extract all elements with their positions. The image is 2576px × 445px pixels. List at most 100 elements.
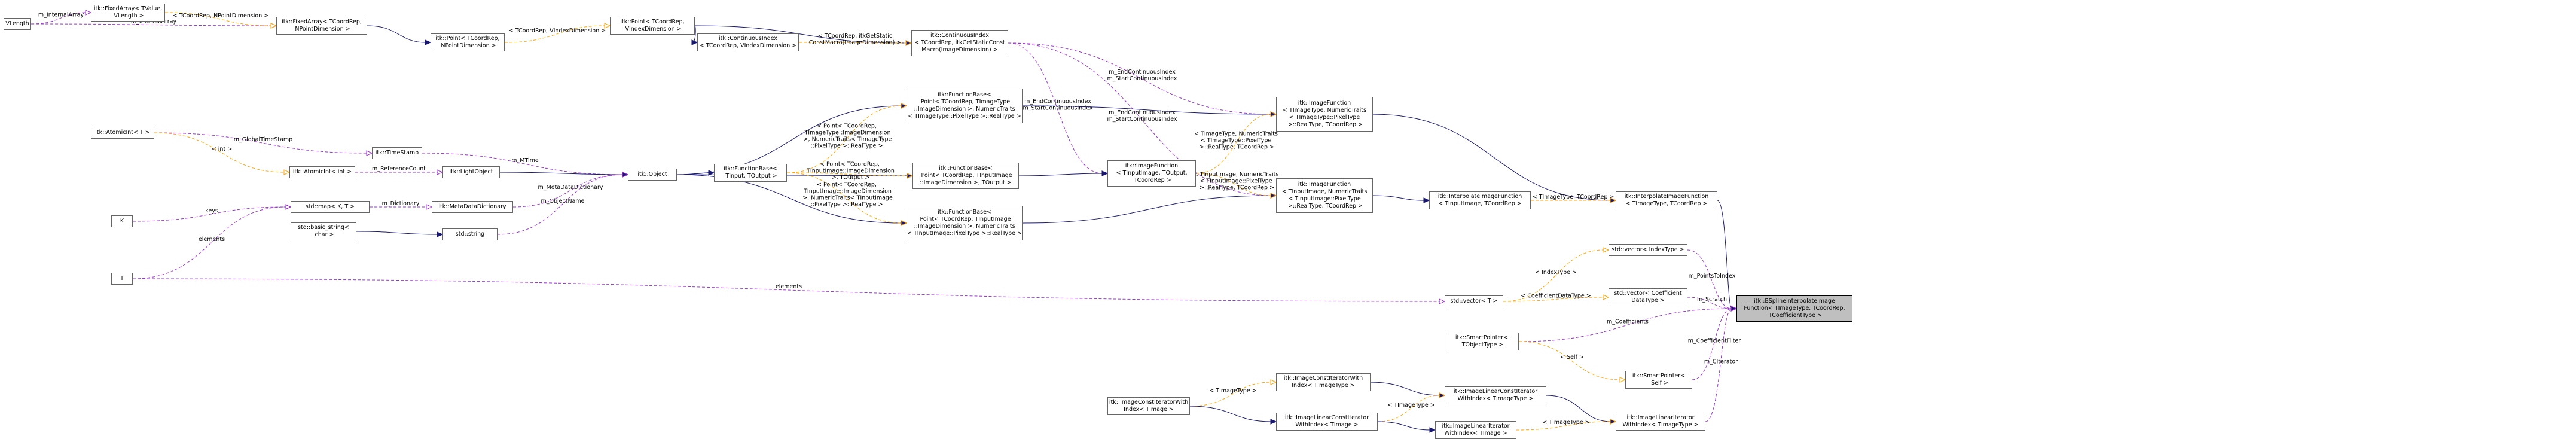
node-interpolateimagefunction-timagetype[interactable]: itk::InterpolateImageFunction < TImageTy… bbox=[1616, 191, 1717, 209]
node-std-vector-t[interactable]: std::vector< T > bbox=[1445, 295, 1503, 307]
edge-metadatadict-to-object bbox=[512, 174, 624, 208]
node-smartpointer-tobjecttype[interactable]: itk::SmartPointer< TObjectType > bbox=[1445, 333, 1519, 350]
edge-timestamp-to-object bbox=[422, 153, 624, 175]
node-label: itk::SmartPointer< TObjectType > bbox=[1455, 334, 1509, 348]
edge-std_vector_t-to-std_vector_coeff bbox=[1503, 297, 1604, 302]
edge-label: < TImageType > bbox=[1542, 419, 1589, 426]
node-continuousindex-imagedimension[interactable]: itk::ContinuousIndex < TCoordRep, itkGet… bbox=[911, 30, 1008, 56]
node-functionbase-point-tinputimage-toutput[interactable]: itk::FunctionBase< Point< TCoordRep, TIn… bbox=[912, 163, 1019, 189]
edge-arrowhead bbox=[1439, 392, 1446, 398]
node-label: itk::FunctionBase< Point< TCoordRep, TIn… bbox=[907, 209, 1022, 237]
edge-imagefunction_timagetype-to-interp_timagetype bbox=[1372, 114, 1611, 201]
node-imagelinearconstiteratorwithindex-timage[interactable]: itk::ImageLinearConstIterator WithIndex<… bbox=[1276, 413, 1378, 431]
node-label: itk::LightObject bbox=[449, 169, 493, 175]
edge-arrowhead bbox=[285, 204, 292, 210]
node-metadatadictionary[interactable]: itk::MetaDataDictionary bbox=[432, 201, 513, 213]
node-t[interactable]: T bbox=[111, 273, 133, 285]
node-fixedarray-tvalue[interactable]: itk::FixedArray< TValue, VLength > bbox=[91, 4, 165, 22]
edge-arrowhead bbox=[1423, 197, 1430, 203]
node-lightobject[interactable]: itk::LightObject bbox=[442, 166, 500, 178]
edge-t_param-to-std_vector_t bbox=[132, 278, 1440, 302]
edge-contidx_static-to-imagefunction_generic bbox=[1008, 42, 1103, 174]
edge-imglineariter_timage-to-imglineariter_timagetype bbox=[1516, 421, 1611, 431]
node-label: K bbox=[120, 218, 124, 224]
node-continuousindex-generic[interactable]: itk::ContinuousIndex < TCoordRep, VIndex… bbox=[697, 33, 799, 51]
edge-std_vector_coeff-to-bspline bbox=[1687, 297, 1732, 309]
node-interpolateimagefunction-tinputimage[interactable]: itk::InterpolateImageFunction < TInputIm… bbox=[1429, 191, 1531, 209]
node-label: itk::InterpolateImageFunction < TInputIm… bbox=[1437, 193, 1522, 207]
node-label: itk::ImageFunction < TImageType, Numeric… bbox=[1283, 100, 1366, 128]
edge-label: m_InternalArray bbox=[38, 12, 84, 19]
edge-imagefunction_generic-to-imagefunction_tinputimage bbox=[1195, 173, 1272, 196]
node-std-basic-string[interactable]: std::basic_string< char > bbox=[291, 222, 356, 240]
node-object[interactable]: itk::Object bbox=[628, 169, 677, 181]
edge-arrowhead bbox=[901, 103, 908, 109]
edge-label: elements bbox=[199, 236, 225, 243]
edge-arrowhead bbox=[425, 39, 432, 45]
edge-imgconstiterwithindex_timagetype-to-imglinearconstiter_timagetype bbox=[1370, 382, 1440, 396]
node-functionbase-point-tinputimage-realtype[interactable]: itk::FunctionBase< Point< TCoordRep, TIn… bbox=[907, 206, 1023, 240]
edge-label: m_GlobalTimeStamp bbox=[234, 136, 292, 143]
node-label: itk::AtomicInt< int > bbox=[292, 169, 352, 175]
node-fixedarray-tcoordrep[interactable]: itk::FixedArray< TCoordRep, NPointDimens… bbox=[276, 17, 367, 35]
edge-label: m_InternalArray bbox=[131, 19, 177, 25]
node-smartpointer-self[interactable]: itk::SmartPointer< Self > bbox=[1625, 371, 1692, 389]
node-label: itk::ImageLinearConstIterator WithIndex<… bbox=[1284, 414, 1369, 428]
edge-label: elements bbox=[776, 284, 802, 290]
edge-label: < Point< TCoordRep, TInputImage::ImageDi… bbox=[805, 161, 895, 181]
edge-label: < int > bbox=[212, 146, 232, 153]
node-atomicint-int[interactable]: itk::AtomicInt< int > bbox=[289, 166, 355, 178]
node-label: itk::Point< TCoordRep, NPointDimension > bbox=[435, 35, 500, 49]
node-label: itk::ContinuousIndex < TCoordRep, VIndex… bbox=[699, 35, 797, 49]
edge-smartpointer_tobject-to-smartpointer_self bbox=[1518, 341, 1621, 380]
node-label: std::vector< T > bbox=[1450, 298, 1498, 304]
node-imagelineariteratorwithindex-timage[interactable]: itk::ImageLinearIterator WithIndex< TIma… bbox=[1435, 421, 1516, 439]
edge-label: < TImageType > bbox=[1387, 402, 1434, 409]
edge-label: m_Dictionary bbox=[382, 200, 420, 207]
edge-label: < Point< TCoordRep, TImageType::ImageDim… bbox=[802, 123, 892, 150]
edge-arrowhead bbox=[1439, 298, 1446, 304]
edge-label: m_ObjectName bbox=[541, 198, 585, 205]
edge-arrowhead bbox=[1439, 392, 1446, 398]
edge-arrowhead bbox=[1603, 247, 1610, 253]
edge-arrowhead bbox=[1101, 170, 1109, 176]
node-k[interactable]: K bbox=[111, 215, 133, 227]
node-imageconstiteratorwithindex-timagetype[interactable]: itk::ImageConstIteratorWith Index< TImag… bbox=[1276, 373, 1371, 391]
node-timestamp[interactable]: itk::TimeStamp bbox=[372, 147, 422, 159]
edge-label: m_MetaDataDictionary bbox=[538, 184, 603, 191]
node-imagefunction-timagetype[interactable]: itk::ImageFunction < TImageType, Numeric… bbox=[1276, 97, 1373, 132]
node-imagefunction-tinputimage[interactable]: itk::ImageFunction < TInputImage, Numeri… bbox=[1276, 178, 1373, 213]
node-std-map[interactable]: std::map< K, T > bbox=[291, 201, 370, 213]
node-vlength[interactable]: VLength bbox=[4, 18, 31, 30]
node-functionbase-point-timagetype[interactable]: itk::FunctionBase< Point< TCoordRep, TIm… bbox=[907, 89, 1023, 123]
node-imagefunction-generic[interactable]: itk::ImageFunction < TInputImage, TOutpu… bbox=[1107, 160, 1196, 187]
node-label: itk::TimeStamp bbox=[375, 150, 419, 156]
edge-functionbase_point_tinput_real-to-imagefunction_tinputimage bbox=[1022, 195, 1272, 224]
edge-t_param-to-std_map bbox=[132, 206, 286, 279]
edge-point_vindex-to-contidx_static bbox=[694, 25, 907, 44]
edge-arrowhead bbox=[1270, 419, 1277, 425]
node-imagelineariteratorwithindex-timagetype[interactable]: itk::ImageLinearIterator WithIndex< TIma… bbox=[1616, 413, 1705, 431]
node-point-npointdimension[interactable]: itk::Point< TCoordRep, NPointDimension > bbox=[431, 33, 505, 51]
node-std-vector-indextype[interactable]: std::vector< IndexType > bbox=[1609, 244, 1687, 256]
node-atomicint-t[interactable]: itk::AtomicInt< T > bbox=[91, 127, 154, 139]
edge-functionbase_point_image-to-imagefunction_timagetype bbox=[1022, 105, 1272, 115]
edge-arrowhead bbox=[1610, 419, 1617, 425]
edge-arrowhead bbox=[1270, 379, 1277, 385]
node-label: itk::BSplineInterpolateImage Function< T… bbox=[1744, 298, 1845, 319]
edge-arrowhead bbox=[901, 220, 908, 226]
node-imagelinearconstiteratorwithindex-timagetype[interactable]: itk::ImageLinearConstIterator WithIndex<… bbox=[1445, 386, 1546, 404]
edge-imgconstiterwithindex_generic-to-imglinearconstiter_timage bbox=[1189, 406, 1272, 422]
edge-arrowhead bbox=[901, 103, 908, 109]
edge-functionbase_point_tinput-to-imagefunction_generic bbox=[1018, 173, 1103, 176]
node-std-string[interactable]: std::string bbox=[442, 228, 498, 240]
node-point-vindexdimension[interactable]: itk::Point< TCoordRep, VIndexDimension > bbox=[610, 17, 695, 35]
node-bsplineinterpolateimagefunction[interactable]: itk::BSplineInterpolateImage Function< T… bbox=[1736, 295, 1852, 322]
node-std-vector-coefficientdatatype[interactable]: std::vector< Coefficient DataType > bbox=[1609, 288, 1687, 306]
node-label: std::map< K, T > bbox=[305, 203, 355, 210]
node-imageconstiteratorwithindex-timage[interactable]: itk::ImageConstIteratorWith Index< TImag… bbox=[1107, 397, 1190, 415]
node-functionbase-tinput[interactable]: itk::FunctionBase< TInput, TOutput > bbox=[714, 164, 787, 182]
